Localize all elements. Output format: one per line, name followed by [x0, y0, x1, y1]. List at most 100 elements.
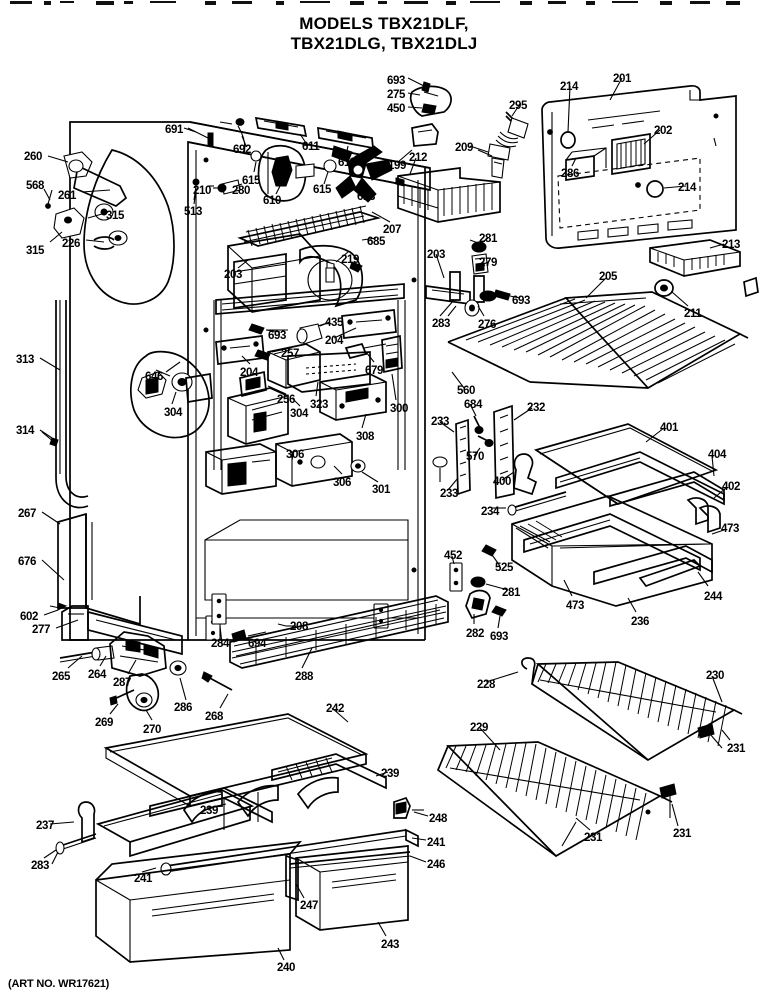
callout-315: 315 — [106, 210, 124, 222]
callout-693: 693 — [512, 295, 530, 307]
callout-211: 211 — [684, 308, 702, 320]
callout-247: 247 — [300, 900, 318, 912]
callout-283: 283 — [31, 860, 49, 872]
leader-lines — [40, 78, 730, 960]
callout-276: 276 — [478, 319, 496, 331]
callout-646: 646 — [145, 371, 163, 383]
pin-691 — [188, 128, 213, 146]
callout-279: 279 — [479, 257, 497, 269]
glass-shelf-stack — [450, 424, 724, 618]
callout-568: 568 — [26, 180, 44, 192]
callout-314: 314 — [16, 425, 34, 437]
callout-214: 214 — [678, 182, 696, 194]
callout-231: 231 — [673, 828, 691, 840]
callout-233: 233 — [431, 416, 449, 428]
callout-402: 402 — [722, 481, 740, 493]
callout-203: 203 — [427, 249, 445, 261]
callout-232: 232 — [527, 402, 545, 414]
fan-blade-613 — [332, 146, 392, 202]
right-edge-bracket — [744, 278, 758, 296]
latch-cluster-276 — [426, 240, 510, 316]
callout-212: 212 — [409, 152, 427, 164]
wire-shelf-205 — [448, 280, 748, 388]
art-number-label: (ART NO. WR17621) — [8, 978, 110, 990]
callout-240: 240 — [277, 962, 295, 974]
bottom-grille-288 — [230, 596, 448, 668]
callout-236: 236 — [631, 616, 649, 628]
callout-280: 280 — [232, 185, 250, 197]
top-hinge-assembly — [408, 78, 451, 116]
callout-210: 210 — [193, 185, 211, 197]
callout-267: 267 — [18, 508, 36, 520]
callout-611: 611 — [338, 157, 356, 169]
title-line-1: MODELS TBX21DLF, — [299, 14, 469, 33]
callout-286: 286 — [561, 168, 579, 180]
callout-304: 304 — [290, 408, 308, 420]
callout-304: 304 — [164, 407, 182, 419]
callout-691: 691 — [165, 124, 183, 136]
callout-246: 246 — [427, 859, 445, 871]
part-213-tray — [650, 240, 740, 276]
shelf-ladder-supports — [433, 406, 514, 498]
callout-208: 208 — [290, 621, 308, 633]
callout-306: 306 — [333, 477, 351, 489]
left-hinge-cluster — [46, 150, 174, 304]
callout-207: 207 — [383, 224, 401, 236]
door-handle-and-gasket — [42, 300, 140, 624]
callout-692: 692 — [233, 144, 251, 156]
door-parts-group — [131, 284, 404, 494]
callout-281: 281 — [502, 587, 520, 599]
callout-268: 268 — [205, 711, 223, 723]
callout-679: 679 — [365, 365, 383, 377]
callout-693: 693 — [387, 75, 405, 87]
callout-214: 214 — [560, 81, 578, 93]
callout-525: 525 — [495, 562, 513, 574]
callout-269: 269 — [95, 717, 113, 729]
callout-513: 513 — [184, 206, 202, 218]
callout-243: 243 — [381, 939, 399, 951]
callout-306: 306 — [286, 449, 304, 461]
callout-615: 615 — [242, 175, 260, 187]
callout-233: 233 — [440, 488, 458, 500]
callout-473: 473 — [721, 523, 739, 535]
callout-264: 264 — [88, 669, 106, 681]
callout-213: 213 — [722, 239, 740, 251]
callout-260: 260 — [24, 151, 42, 163]
lower-wire-shelves — [438, 658, 742, 856]
control-panel-201 — [542, 86, 736, 248]
callout-205: 205 — [599, 271, 617, 283]
callout-203: 203 — [224, 269, 242, 281]
callout-288: 288 — [295, 671, 313, 683]
callout-693: 693 — [268, 330, 286, 342]
callout-265: 265 — [52, 671, 70, 683]
callout-256: 256 — [277, 394, 295, 406]
callout-239: 239 — [381, 768, 399, 780]
callout-199: 199 — [388, 160, 406, 172]
callout-219: 219 — [341, 254, 359, 266]
callout-560: 560 — [457, 385, 475, 397]
callout-283: 283 — [432, 318, 450, 330]
callout-450: 450 — [387, 103, 405, 115]
callout-615: 615 — [313, 184, 331, 196]
callout-287: 287 — [113, 677, 131, 689]
callout-244: 244 — [704, 591, 722, 603]
callout-229: 229 — [470, 722, 488, 734]
callout-694: 694 — [248, 638, 266, 650]
callout-204: 204 — [325, 335, 343, 347]
freezer-evaporator-assembly — [193, 118, 438, 312]
base-bracket-group — [50, 594, 232, 710]
callout-248: 248 — [429, 813, 447, 825]
callout-301: 301 — [372, 484, 390, 496]
callout-613: 613 — [357, 191, 375, 203]
part-212-rack — [396, 168, 500, 222]
callout-323: 323 — [310, 399, 328, 411]
callout-611: 611 — [302, 141, 320, 153]
callout-693: 693 — [490, 631, 508, 643]
callout-284: 284 — [211, 638, 229, 650]
callout-230: 230 — [706, 670, 724, 682]
title-line-2: TBX21DLG, TBX21DLJ — [290, 34, 478, 53]
callout-270: 270 — [143, 724, 161, 736]
scan-artifact-strip — [0, 0, 768, 8]
